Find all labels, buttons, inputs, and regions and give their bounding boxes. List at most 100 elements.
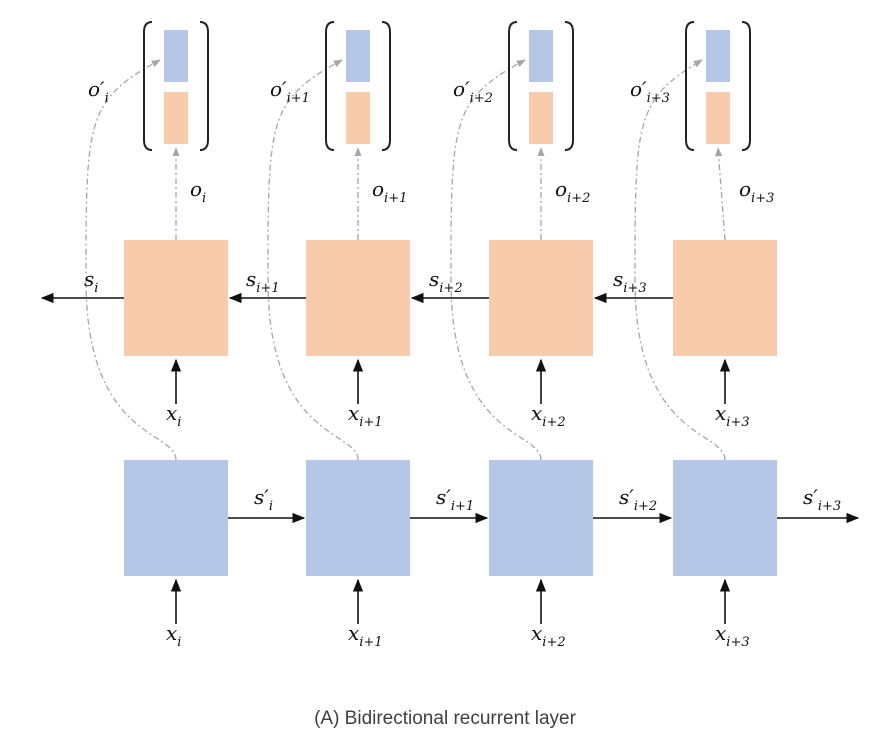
- left-bracket: [685, 21, 695, 151]
- backward-output-label-subscript: i+3: [751, 191, 774, 206]
- forward-rnn-cell: [673, 460, 777, 576]
- forward-input-label-base: x: [348, 621, 359, 645]
- forward-input-label-subscript: i+3: [726, 635, 749, 650]
- forward-state-label-base: s′: [803, 485, 818, 509]
- backward-state-label-base: s: [613, 267, 623, 291]
- backward-state-label: si+2: [429, 267, 463, 296]
- backward-input-label-subscript: i+3: [726, 415, 749, 430]
- backward-state-label-base: s: [429, 267, 439, 291]
- backward-input-label-subscript: i: [177, 415, 181, 430]
- figure-caption: (A) Bidirectional recurrent layer: [314, 708, 577, 729]
- forward-state-label: s′i+1: [436, 485, 474, 514]
- forward-state-label: s′i: [254, 485, 273, 514]
- forward-state-label-subscript: i+2: [634, 499, 657, 514]
- output-concat-label-base: o′: [88, 77, 105, 101]
- backward-input-label-subscript: i+1: [359, 415, 382, 430]
- output-concat-label: o′i+2: [453, 77, 493, 106]
- backward-state-label: si+1: [246, 267, 280, 296]
- forward-state-label-subscript: i+3: [818, 499, 841, 514]
- backward-state-label-subscript: i+3: [623, 281, 646, 296]
- forward-rnn-cell: [306, 460, 410, 576]
- backward-output-label: oi+3: [739, 177, 774, 206]
- backward-output-arrow: [714, 147, 726, 241]
- right-bracket: [199, 21, 209, 151]
- forward-state-label-base: s′: [254, 485, 269, 509]
- left-bracket: [508, 21, 518, 151]
- output-backward-part: [529, 92, 553, 144]
- backward-state-label: si+3: [613, 267, 647, 296]
- forward-state-label: s′i+3: [803, 485, 841, 514]
- output-concat-label: o′i+1: [270, 77, 310, 106]
- forward-input-label: xi+3: [715, 621, 750, 650]
- output-concat-label-base: o′: [453, 77, 470, 101]
- forward-output-connector: [634, 59, 726, 461]
- backward-input-label: xi+2: [531, 401, 566, 430]
- backward-rnn-cell: [673, 240, 777, 356]
- output-concat-label-subscript: i+1: [287, 91, 310, 106]
- backward-state-label-subscript: i+1: [256, 281, 279, 296]
- forward-output-connector: [85, 59, 177, 461]
- output-concat-label-subscript: i+2: [470, 91, 493, 106]
- backward-state-label-subscript: i+2: [439, 281, 462, 296]
- forward-output-connector: [450, 59, 542, 461]
- forward-input-label: xi+2: [531, 621, 566, 650]
- right-bracket: [381, 21, 391, 151]
- backward-input-label-base: x: [166, 401, 177, 425]
- backward-output-label: oi+2: [555, 177, 590, 206]
- forward-state-label-base: s′: [619, 485, 634, 509]
- forward-input-label-subscript: i: [177, 635, 181, 650]
- backward-output-label-subscript: i: [202, 191, 206, 206]
- backward-output-label-base: o: [372, 177, 384, 201]
- labels-layer: o′ioisixis′ixio′i+1oi+1si+1xi+1s′i+1xi+1…: [84, 77, 841, 650]
- output-forward-part: [346, 30, 370, 82]
- left-bracket: [143, 21, 153, 151]
- forward-input-label-base: x: [166, 621, 177, 645]
- right-bracket: [564, 21, 574, 151]
- backward-input-label-base: x: [531, 401, 542, 425]
- backward-input-label-base: x: [715, 401, 726, 425]
- forward-rnn-cell: [489, 460, 593, 576]
- backward-rnn-cell: [306, 240, 410, 356]
- connectors-layer: [40, 59, 860, 624]
- forward-input-label: xi+1: [348, 621, 383, 650]
- right-bracket: [741, 21, 751, 151]
- backward-output-label: oi+1: [372, 177, 407, 206]
- backward-input-label: xi: [166, 401, 181, 430]
- output-backward-part: [706, 92, 730, 144]
- backward-output-label-base: o: [555, 177, 567, 201]
- backward-input-label: xi+3: [715, 401, 750, 430]
- backward-state-label-base: s: [246, 267, 256, 291]
- backward-state-label: si: [84, 267, 98, 296]
- backward-output-label-base: o: [190, 177, 202, 201]
- left-bracket: [325, 21, 335, 151]
- output-concat-label-subscript: i: [105, 91, 109, 106]
- output-forward-part: [706, 30, 730, 82]
- backward-state-label-subscript: i: [94, 281, 98, 296]
- backward-output-label-base: o: [739, 177, 751, 201]
- backward-input-label-base: x: [348, 401, 359, 425]
- backward-rnn-cell: [124, 240, 228, 356]
- forward-state-label-subscript: i: [269, 499, 273, 514]
- forward-output-connector: [267, 59, 359, 461]
- forward-input-label-base: x: [531, 621, 542, 645]
- output-concat-label-base: o′: [270, 77, 287, 101]
- output-concat-label-subscript: i+3: [647, 91, 670, 106]
- output-concat-label: o′i: [88, 77, 109, 106]
- output-forward-part: [164, 30, 188, 82]
- forward-input-label: xi: [166, 621, 181, 650]
- backward-input-label: xi+1: [348, 401, 383, 430]
- output-concat-label: o′i+3: [630, 77, 670, 106]
- cells-layer: [124, 21, 777, 576]
- forward-input-label-base: x: [715, 621, 726, 645]
- backward-output-label-subscript: i+2: [567, 191, 590, 206]
- backward-output-label-subscript: i+1: [384, 191, 407, 206]
- output-backward-part: [164, 92, 188, 144]
- backward-input-label-subscript: i+2: [542, 415, 565, 430]
- forward-input-label-subscript: i+1: [359, 635, 382, 650]
- output-backward-part: [346, 92, 370, 144]
- forward-state-label: s′i+2: [619, 485, 657, 514]
- forward-state-label-subscript: i+1: [451, 499, 474, 514]
- forward-state-label-base: s′: [436, 485, 451, 509]
- backward-output-label: oi: [190, 177, 206, 206]
